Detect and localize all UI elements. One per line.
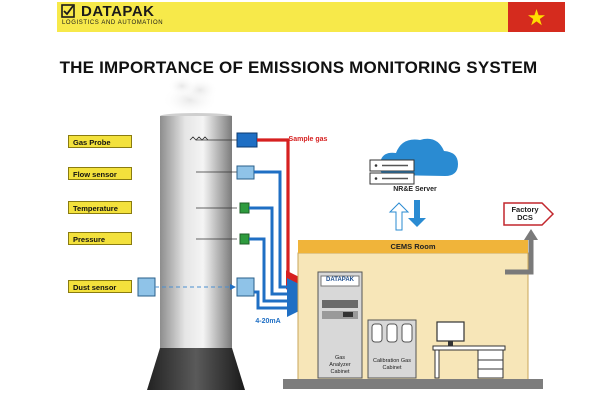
signal-label: 4-20mA <box>255 318 281 325</box>
server-label: NR&E Server <box>393 186 437 193</box>
brand-banner <box>57 2 565 32</box>
dust-sensor-receiver <box>236 277 255 297</box>
label-gas-probe: Gas Probe <box>68 135 132 148</box>
dcs-arrow-icon <box>524 229 538 240</box>
gas-probe-device <box>236 132 258 148</box>
label-temperature: Temperature <box>68 201 132 214</box>
cabinet-brand: DATAPAK <box>326 277 354 283</box>
pressure-sensor-device <box>239 233 250 245</box>
brand-name: DATAPAK <box>81 3 155 20</box>
label-flow-sensor: Flow sensor <box>68 167 132 180</box>
chimney-stack <box>147 113 245 390</box>
label-dust-sensor: Dust sensor <box>68 280 132 293</box>
operator-workstation <box>432 321 506 379</box>
calibration-gas-cabinet <box>367 319 417 379</box>
factory-dcs-label: Factory DCS <box>511 205 539 222</box>
sample-gas-label: Sample gas <box>288 136 328 143</box>
smoke-cloud <box>162 76 218 116</box>
flow-sensor-device <box>236 165 255 180</box>
page-title: THE IMPORTANCE OF EMISSIONS MONITORING S… <box>59 58 538 77</box>
dust-sensor-emitter <box>137 277 156 297</box>
temperature-sensor-device <box>239 202 250 214</box>
factory-dcs-tag <box>503 202 555 226</box>
calibration-label: Calibration Gas Cabinet <box>373 358 411 371</box>
gas-analyzer-label: Gas Analyzer Cabinet <box>329 355 351 375</box>
checkbox-logo-icon <box>61 4 75 18</box>
cems-room-title: CEMS Room <box>298 240 528 253</box>
server-icon <box>369 159 415 185</box>
gas-probe-tip <box>189 136 209 141</box>
gas-analyzer-cabinet <box>317 271 363 379</box>
download-arrow-icon <box>408 200 426 227</box>
header: DATAPAK LOGISTICS AND AUTOMATION <box>0 0 597 34</box>
sensor-leader-lines <box>196 139 237 240</box>
dcs-link-line <box>505 237 534 275</box>
upload-arrow-icon <box>388 202 410 231</box>
brand-tagline: LOGISTICS AND AUTOMATION <box>62 20 164 26</box>
signal-lines <box>249 170 305 317</box>
label-pressure: Pressure <box>68 232 132 245</box>
vietnam-flag-icon <box>508 2 565 32</box>
